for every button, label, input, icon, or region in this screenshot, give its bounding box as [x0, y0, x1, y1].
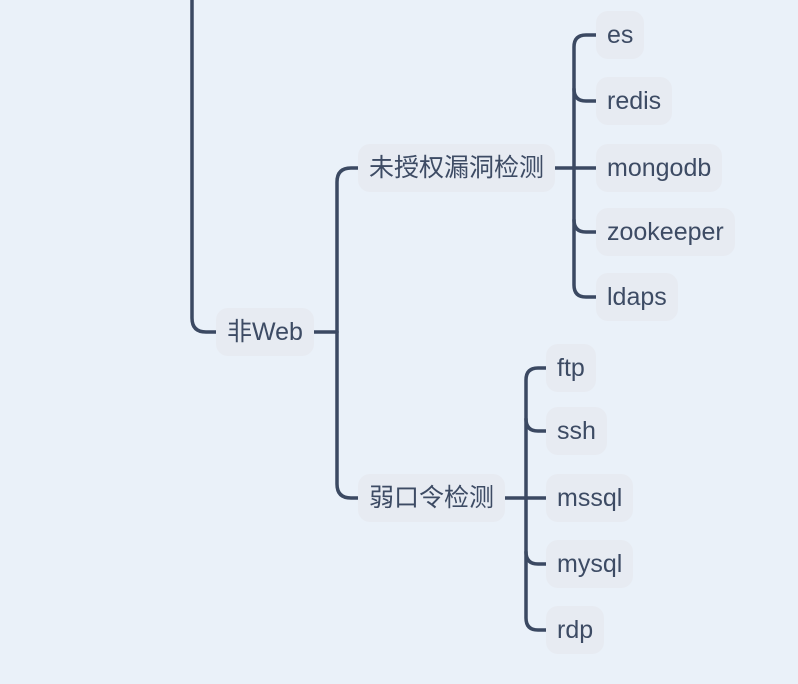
node-zookeeper[interactable]: zookeeper [596, 208, 735, 256]
connector-weakpwd-children-trunk [524, 366, 548, 632]
node-es[interactable]: es [596, 11, 645, 59]
connector-hook-ssh [524, 417, 548, 433]
connector-hook-redis [572, 87, 598, 103]
connector-hook-zookeeper [572, 218, 598, 234]
connector-branch-trunk [335, 166, 360, 500]
node-rdp[interactable]: rdp [546, 606, 605, 654]
node-redis[interactable]: redis [596, 77, 673, 125]
node-ssh[interactable]: ssh [546, 407, 607, 455]
node-unauthorized-vuln-detection[interactable]: 未授权漏洞检测 [358, 144, 556, 192]
connector-trunk-to-root [190, 0, 219, 334]
connector-unauth-children-trunk [572, 33, 598, 299]
connector-hook-mysql [524, 550, 548, 566]
node-weak-password-detection[interactable]: 弱口令检测 [358, 474, 506, 522]
node-non-web[interactable]: 非Web [216, 308, 314, 356]
node-mysql[interactable]: mysql [546, 540, 634, 588]
node-mssql[interactable]: mssql [546, 474, 634, 522]
node-ldaps[interactable]: ldaps [596, 273, 678, 321]
node-ftp[interactable]: ftp [546, 344, 596, 392]
node-mongodb[interactable]: mongodb [596, 144, 723, 192]
